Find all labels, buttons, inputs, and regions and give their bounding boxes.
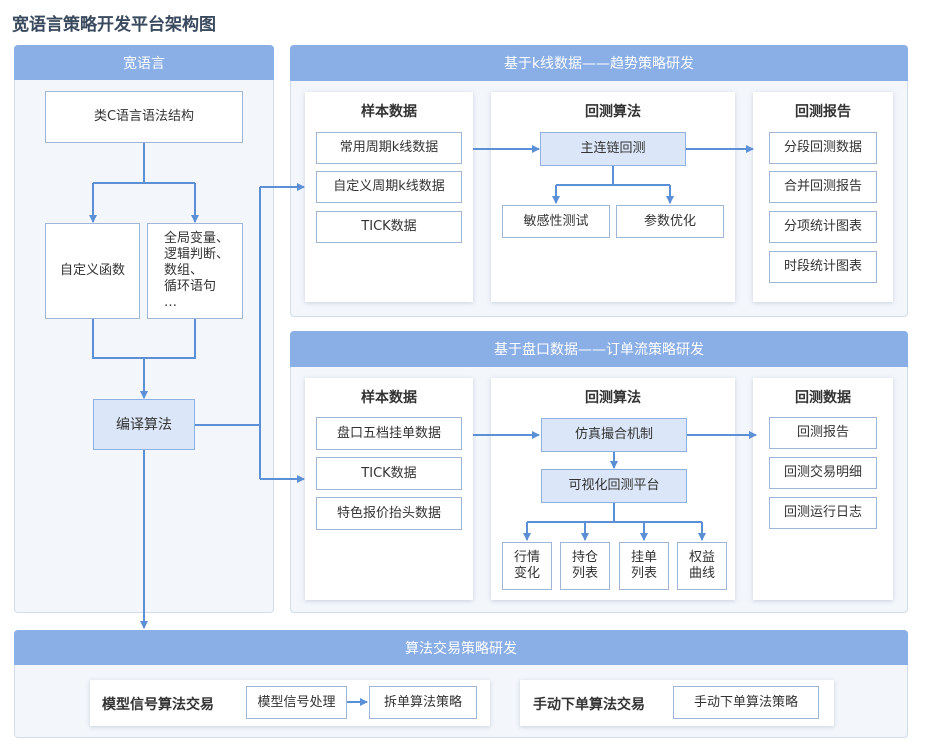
param-optimize-box: 参数优化: [616, 205, 724, 238]
order-algo-sub: 权益 曲线: [677, 542, 727, 590]
kline-report-item: 合并回测报告: [769, 171, 877, 203]
order-sample-title: 样本数据: [361, 390, 417, 406]
match-engine-box: 仿真撮合机制: [541, 418, 687, 452]
order-data-item: 回测交易明细: [769, 457, 877, 489]
order-algo-sub: 持仓 列表: [560, 542, 610, 590]
sensitivity-test-box: 敏感性测试: [502, 205, 610, 238]
page-title: 宽语言策略开发平台架构图: [12, 15, 216, 35]
order-data-item: 回测运行日志: [769, 497, 877, 529]
kline-algo-card: [491, 92, 735, 302]
custom-function-box: 自定义函数: [45, 223, 140, 319]
compile-algorithm-box: 编译算法: [93, 399, 195, 450]
kline-sample-item: 自定义周期k线数据: [316, 171, 462, 203]
order-algo-title: 回测算法: [585, 390, 641, 406]
model-signal-process-box: 模型信号处理: [246, 686, 347, 719]
model-signal-trade-label: 模型信号算法交易: [102, 697, 214, 713]
order-data-title: 回测数据: [795, 390, 851, 406]
split-order-algo-box: 拆单算法策略: [369, 686, 477, 719]
order-sample-item: 特色报价抬头数据: [316, 497, 462, 530]
syntax-box: 类C语言语法结构: [45, 91, 243, 143]
kline-report-item: 分项统计图表: [769, 211, 877, 243]
kline-report-title: 回测报告: [795, 104, 851, 120]
order-data-card: [753, 378, 893, 600]
manual-order-trade-label: 手动下单算法交易: [533, 697, 645, 713]
kline-sample-title: 样本数据: [361, 104, 417, 120]
main-chain-backtest-box: 主连链回测: [540, 132, 686, 166]
order-data-item: 回测报告: [769, 417, 877, 449]
kline-report-item: 分段回测数据: [769, 132, 877, 164]
order-panel-header: 基于盘口数据——订单流策略研发: [290, 331, 908, 367]
kline-report-item: 时段统计图表: [769, 251, 877, 283]
kline-sample-item: 常用周期k线数据: [316, 132, 462, 164]
language-features-box: 全局变量、 逻辑判断、 数组、 循环语句 …: [147, 223, 243, 319]
left-panel-header: 宽语言: [14, 45, 274, 80]
bottom-panel-header: 算法交易策略研发: [14, 630, 908, 665]
kline-panel-header: 基于k线数据——趋势策略研发: [290, 45, 908, 81]
visual-backtest-platform-box: 可视化回测平台: [541, 469, 687, 503]
order-sample-item: 盘口五档挂单数据: [316, 417, 462, 450]
manual-order-algo-box: 手动下单算法策略: [673, 686, 819, 719]
kline-sample-item: TICK数据: [316, 211, 462, 243]
order-sample-item: TICK数据: [316, 457, 462, 490]
kline-algo-title: 回测算法: [585, 104, 641, 120]
order-algo-sub: 行情 变化: [502, 542, 552, 590]
order-algo-sub: 挂单 列表: [619, 542, 669, 590]
